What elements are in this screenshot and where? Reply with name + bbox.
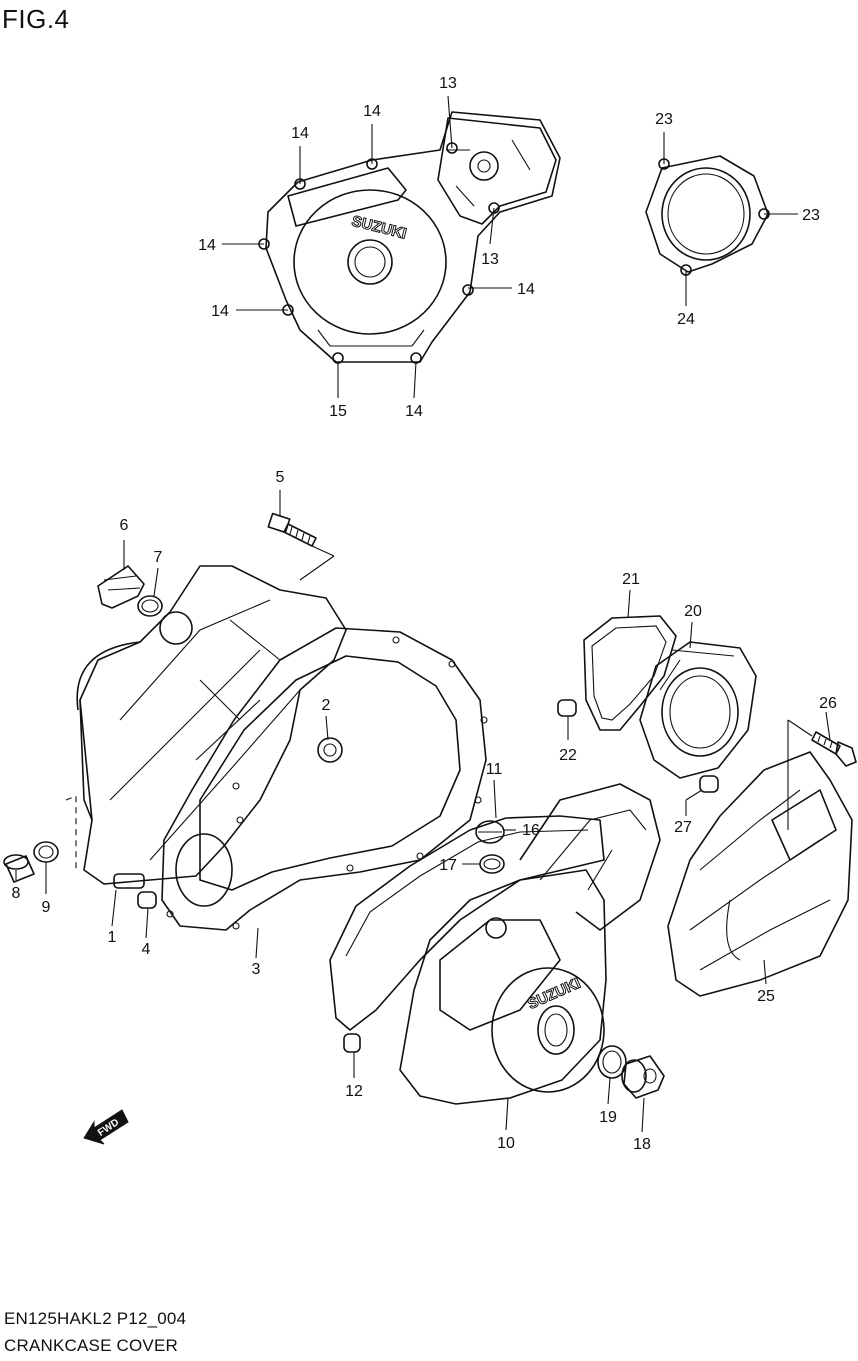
dowel-pin-27 — [699, 775, 719, 793]
o-ring-17 — [479, 854, 505, 874]
callout-label: 18 — [633, 1136, 651, 1153]
callout-label: 23 — [655, 111, 673, 128]
bolt-5 — [267, 512, 317, 547]
cover-20 — [639, 641, 757, 779]
generator-cover-gasket: SUZUKI — [258, 111, 561, 364]
callout-label: 14 — [198, 237, 216, 254]
dowel-pin-22 — [557, 699, 577, 717]
callout-label: 22 — [559, 747, 577, 764]
small-cover-gasket — [645, 155, 770, 276]
brand-logo-text: SUZUKI — [350, 213, 408, 243]
callout-label: 17 — [439, 857, 457, 874]
callout-label: 1 — [108, 929, 117, 946]
callout-label: 12 — [345, 1083, 363, 1100]
plug-8 — [3, 854, 35, 883]
callout-label: 7 — [154, 549, 163, 566]
plug-18 — [621, 1055, 665, 1099]
callout-labels: 14 14 13 13 14 14 14 15 14 23 23 24 5 6 … — [12, 75, 837, 1153]
callout-label: 9 — [42, 899, 51, 916]
cover-gasket-21 — [583, 615, 677, 731]
bolt-26 — [811, 731, 857, 767]
figure-title: FIG.4 — [2, 4, 70, 34]
callout-label: 5 — [276, 469, 285, 486]
callout-label: 8 — [12, 885, 21, 902]
callout-label: 13 — [481, 251, 499, 268]
washer-7 — [137, 595, 163, 617]
callout-label: 10 — [497, 1135, 515, 1152]
callout-label: 14 — [211, 303, 229, 320]
brand-logo-text: SUZUKI — [525, 975, 583, 1013]
callout-label: 15 — [329, 403, 347, 420]
callout-label: 13 — [439, 75, 457, 92]
diagram-code: EN125HAKL2 P12_004 — [4, 1309, 187, 1328]
callout-label: 25 — [757, 988, 775, 1005]
callout-label: 21 — [622, 571, 640, 588]
callout-label: 2 — [322, 697, 331, 714]
callout-label: 20 — [684, 603, 702, 620]
dowel-pin-12 — [343, 1033, 361, 1053]
forward-direction-arrow: FWD — [83, 1109, 129, 1145]
clutch-cover-gasket-11 — [329, 815, 605, 1031]
callout-label: 16 — [522, 822, 540, 839]
reference-line — [65, 795, 77, 870]
callout-label: 4 — [142, 941, 151, 958]
callout-label: 27 — [674, 819, 692, 836]
oil-plug-16 — [475, 820, 505, 844]
callout-label: 14 — [363, 103, 381, 120]
o-ring-19 — [597, 1045, 627, 1079]
washer-9 — [33, 841, 59, 863]
callout-label: 26 — [819, 695, 837, 712]
callout-label: 14 — [405, 403, 423, 420]
left-crankcase-cover — [76, 565, 347, 889]
callout-label: 19 — [599, 1109, 617, 1126]
dowel-pin-4 — [137, 891, 157, 909]
crankcase-gasket-3 — [161, 627, 488, 931]
callout-label: 11 — [486, 761, 503, 778]
callout-label: 14 — [291, 125, 309, 142]
callout-label: 6 — [120, 517, 129, 534]
side-cover-25 — [667, 751, 853, 997]
callout-label: 3 — [252, 961, 261, 978]
callout-label: 23 — [802, 207, 820, 224]
callout-label: 14 — [517, 281, 535, 298]
plug-6 — [97, 565, 145, 609]
callout-label: 24 — [677, 311, 695, 328]
leader-lines — [15, 95, 831, 1133]
section-name: CRANKCASE COVER — [4, 1336, 178, 1355]
